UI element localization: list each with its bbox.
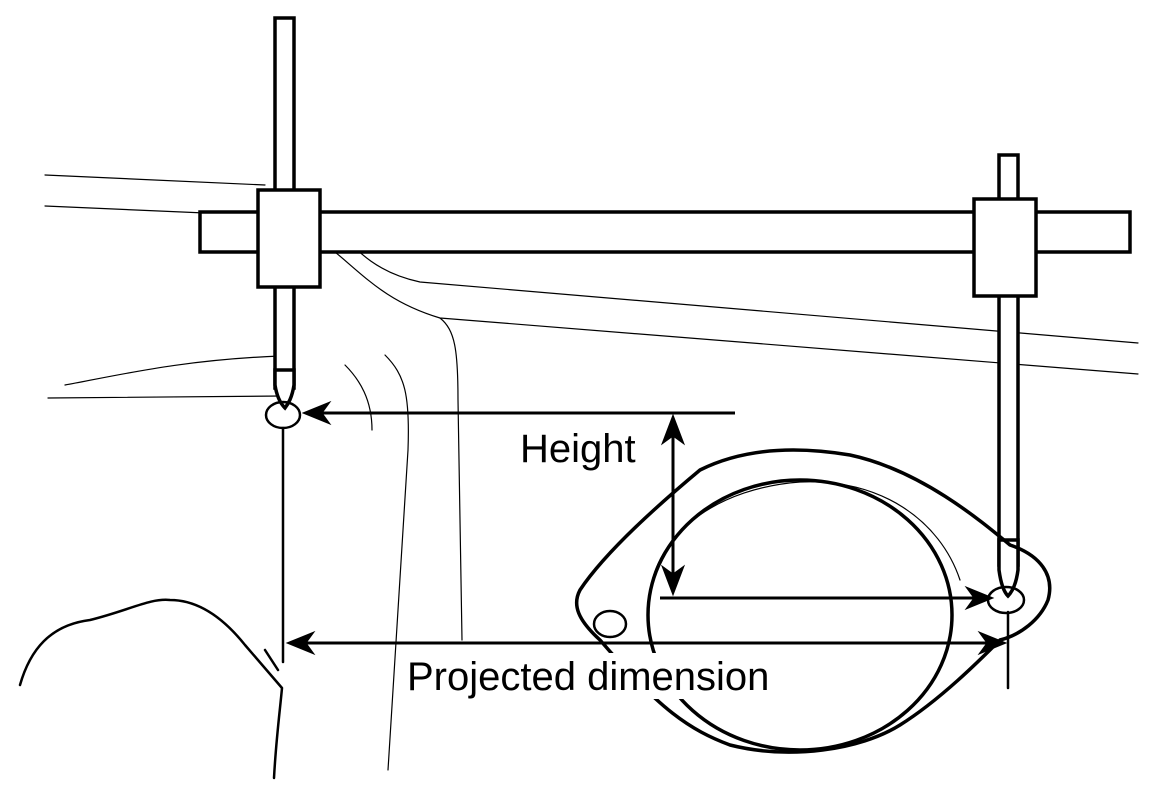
lower-reference-arrow <box>660 585 995 611</box>
height-label: Height <box>520 427 636 471</box>
height-dimension-arrow <box>660 413 686 597</box>
left-pointer <box>256 16 322 411</box>
lower-body-curve <box>18 598 284 780</box>
flange-bolt-hole-left <box>592 609 628 639</box>
height-reference-arrow <box>301 400 735 426</box>
projected-dimension-arrow <box>285 630 1008 656</box>
right-slider-block <box>972 197 1038 298</box>
projected-dimension-label: Projected dimension <box>407 655 769 699</box>
height-label-bg <box>515 425 650 470</box>
right-pointer <box>972 153 1038 599</box>
projected-dimension-label-bg <box>402 653 802 699</box>
left-slider-block <box>256 188 322 289</box>
